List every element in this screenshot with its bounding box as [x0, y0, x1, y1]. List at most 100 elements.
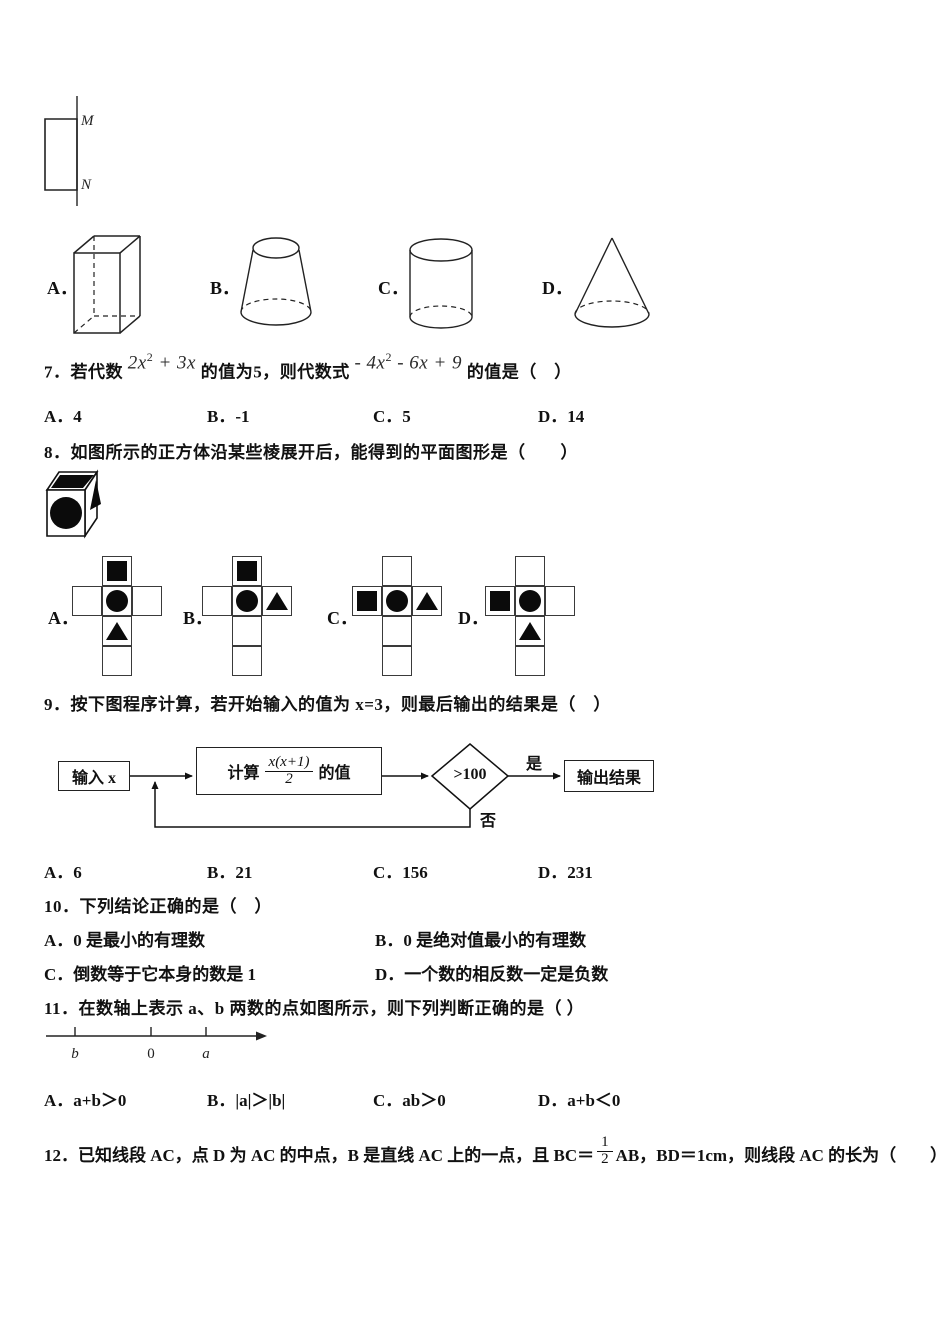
flow-calc-suffix: 的值 — [318, 765, 351, 782]
net-option-d — [485, 556, 577, 678]
net-cell — [202, 586, 232, 616]
solid-option-c-label: C． — [378, 278, 409, 298]
q10-option-a: A．0 是最小的有理数 — [44, 931, 206, 950]
net-cell — [102, 646, 132, 676]
q7-expression-2: - 4x2 - 6x + 9 — [354, 350, 463, 374]
label-n: N — [80, 177, 92, 193]
segment-mn-figure: M N — [44, 96, 95, 206]
frustum-figure — [240, 237, 312, 326]
q9-option-b: B．21 — [207, 863, 253, 882]
q12-fraction: 1 2 — [597, 1134, 613, 1168]
q9-text: 9．按下图程序计算，若开始输入的值为 x=3，则最后输出的结果是（ ） — [44, 695, 611, 714]
net-cell — [102, 556, 132, 586]
flow-output-box: 输出结果 — [564, 760, 654, 792]
cube-figure — [45, 469, 101, 539]
q11-option-c: C．ab＞0 — [373, 1091, 446, 1110]
circle-glyph — [236, 590, 258, 612]
flow-input-box: 输入 x — [58, 761, 130, 791]
net-cell — [102, 586, 132, 616]
q7-option-d: D．14 — [538, 407, 585, 426]
q7-option-a: A．4 — [44, 407, 82, 426]
cube-top-square — [51, 475, 94, 488]
net-cell — [232, 616, 262, 646]
flow-calc-box: 计算 x(x+1) 2 的值 — [196, 747, 382, 795]
q9-options-row: A．6 B．21 C．156 D．231 — [0, 858, 950, 884]
net-cell — [352, 586, 382, 616]
q9-flowchart: 输入 x 计算 x(x+1) 2 的值 >100 是 否 输出结果 — [40, 737, 680, 839]
numberline-label-a: a — [202, 1046, 210, 1062]
square-glyph — [357, 591, 377, 611]
cone-figure — [574, 237, 650, 328]
solid-option-a-label: A． — [47, 278, 78, 298]
flow-calc-prefix: 计算 — [227, 765, 260, 782]
circle-glyph — [386, 590, 408, 612]
q11-options-row: A．a+b＞0 B．|a|＞|b| C．ab＞0 D．a+b＜0 — [0, 1086, 950, 1112]
number-line-figure: b 0 a — [46, 1027, 267, 1062]
q9-option-d: D．231 — [538, 863, 593, 882]
q10-option-b: B．0 是绝对值最小的有理数 — [375, 931, 587, 950]
net-cell — [515, 616, 545, 646]
q7-option-c: C．5 — [373, 407, 411, 426]
cube-side-triangle — [90, 480, 101, 510]
net-option-d-label: D． — [458, 608, 489, 628]
net-option-a-label: A． — [48, 608, 79, 628]
net-cell — [485, 586, 515, 616]
net-cell — [515, 646, 545, 676]
solid-option-b-label: B． — [210, 278, 241, 298]
net-cell — [382, 556, 412, 586]
q9-option-c: C．156 — [373, 863, 428, 882]
circle-glyph — [106, 590, 128, 612]
q7-options-row: A．4 B．-1 C．5 D．14 — [0, 402, 950, 428]
circle-glyph — [519, 590, 541, 612]
net-cell — [262, 586, 292, 616]
net-cell — [382, 616, 412, 646]
flow-calc-fraction: x(x+1) 2 — [264, 754, 314, 788]
net-cell — [102, 616, 132, 646]
net-cell — [382, 646, 412, 676]
triangle-glyph — [266, 592, 288, 610]
q9-option-a: A．6 — [44, 863, 82, 882]
square-glyph — [107, 561, 127, 581]
net-cell — [132, 586, 162, 616]
net-option-b — [202, 556, 294, 678]
net-option-a — [72, 556, 164, 678]
net-cell — [72, 586, 102, 616]
flow-condition: >100 — [453, 766, 487, 783]
q11-option-a: A．a+b＞0 — [44, 1091, 127, 1110]
q8-text: 8．如图所示的正方体沿某些棱展开后，能得到的平面图形是（ ） — [44, 443, 578, 462]
flow-no-label: 否 — [480, 813, 497, 830]
net-cell — [515, 586, 545, 616]
triangle-glyph — [416, 592, 438, 610]
square-glyph — [237, 561, 257, 581]
triangle-glyph — [106, 622, 128, 640]
numberline-label-0: 0 — [147, 1046, 155, 1062]
net-cell — [232, 556, 262, 586]
label-m: M — [80, 113, 95, 129]
net-cell — [382, 586, 412, 616]
numberline-label-b: b — [71, 1046, 79, 1062]
q11-option-b: B．|a|＞|b| — [207, 1091, 286, 1110]
net-cell — [412, 586, 442, 616]
q10-option-d: D．一个数的相反数一定是负数 — [375, 965, 609, 984]
cube-front-circle — [50, 497, 82, 529]
net-option-c-label: C． — [327, 608, 358, 628]
net-cell — [515, 556, 545, 586]
net-cell — [232, 586, 262, 616]
q12-text: 12．已知线段 AC，点 D 为 AC 的中点，B 是直线 AC 上的一点，且 … — [44, 1133, 948, 1168]
net-cell — [232, 646, 262, 676]
flowchart-lines — [130, 743, 561, 828]
q10-option-c: C．倒数等于它本身的数是 1 — [44, 965, 257, 984]
q7-text: 7．若代数 2x2 + 3x 的值为5，则代数式 - 4x2 - 6x + 9 … — [44, 350, 572, 382]
q7-option-b: B．-1 — [207, 407, 250, 426]
q10-text: 10．下列结论正确的是（ ） — [44, 897, 272, 916]
q10-options-row-1: A．0 是最小的有理数 B．0 是绝对值最小的有理数 — [0, 926, 950, 952]
flow-yes-label: 是 — [526, 756, 543, 773]
square-glyph — [490, 591, 510, 611]
net-option-c — [352, 556, 444, 678]
cylinder-figure — [409, 238, 473, 329]
q11-option-d: D．a+b＜0 — [538, 1091, 621, 1110]
triangle-glyph — [519, 622, 541, 640]
net-cell — [545, 586, 575, 616]
q10-options-row-2: C．倒数等于它本身的数是 1 D．一个数的相反数一定是负数 — [0, 960, 950, 986]
